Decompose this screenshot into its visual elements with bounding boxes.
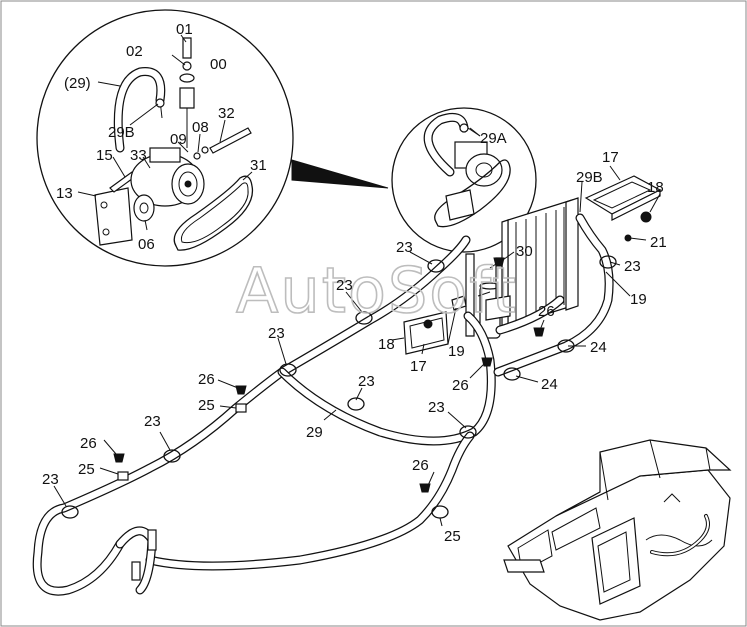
idler-pulley (133, 194, 155, 222)
callout-01: 01 (176, 21, 193, 38)
callout-21: 21 (650, 234, 667, 251)
callout-23-left: 23 (144, 413, 161, 430)
callout-30: 30 (516, 243, 533, 260)
callout-26-upper-left: 26 (198, 371, 215, 388)
callout-15: 15 (96, 147, 113, 164)
callout-26-right: 26 (538, 303, 555, 320)
callout-23-right: 23 (624, 258, 641, 275)
callout-33: 33 (130, 147, 147, 164)
callout-25-upper-left: 25 (198, 397, 215, 414)
callout-29b-main: 29B (576, 169, 603, 186)
hose-clamps (61, 255, 617, 581)
callout-13: 13 (56, 185, 73, 202)
callout-24-upper: 24 (590, 339, 607, 356)
callout-26-bottom: 26 (412, 457, 429, 474)
detail-pointer (291, 159, 389, 189)
callout-17-upper: 17 (602, 149, 619, 166)
callout-08: 08 (192, 119, 209, 136)
callout-29-paren: (29) (64, 75, 91, 92)
watermark: AutoSoft (236, 254, 518, 327)
drive-belt (173, 175, 254, 251)
callout-18-upper: 18 (647, 179, 664, 196)
callout-09: 09 (170, 131, 187, 148)
callout-25-bottom: 25 (444, 528, 461, 545)
callout-06: 06 (138, 236, 155, 253)
detail-circle-compressor (36, 9, 389, 267)
callout-labels: 01 00 02 (29) 29B 15 33 13 06 09 08 32 3… (42, 21, 667, 545)
callout-23-top: 23 (396, 239, 413, 256)
callout-19-lower: 19 (448, 343, 465, 360)
main-leaders (53, 127, 661, 527)
callout-19-right: 19 (630, 291, 647, 308)
callout-23-mid: 23 (358, 373, 375, 390)
callout-00: 00 (210, 56, 227, 73)
callout-26-mid: 26 (452, 377, 469, 394)
excavator-inset (503, 439, 732, 621)
callout-26-left: 26 (80, 435, 97, 452)
callout-24-lower: 24 (541, 376, 558, 393)
callout-18-lower: 18 (378, 336, 395, 353)
detail-leaders (77, 34, 253, 231)
callout-31: 31 (250, 157, 267, 174)
callout-23-lower: 23 (428, 399, 445, 416)
bolts (113, 257, 545, 493)
callout-29-main: 29 (306, 424, 323, 441)
callout-23-far-left: 23 (42, 471, 59, 488)
callout-23-left-center: 23 (268, 325, 285, 342)
mount-plate-lower (403, 311, 449, 355)
callout-25-left: 25 (78, 461, 95, 478)
callout-23-center: 23 (336, 277, 353, 294)
callout-29b-detail: 29B (108, 124, 135, 141)
callout-02: 02 (126, 43, 143, 60)
compressor-bracket (94, 187, 133, 246)
callout-29a: 29A (480, 130, 507, 147)
detail-circle-engine (391, 107, 537, 253)
callout-17-lower: 17 (410, 358, 427, 375)
callout-32: 32 (218, 105, 235, 122)
mount-plate-upper (584, 175, 662, 242)
